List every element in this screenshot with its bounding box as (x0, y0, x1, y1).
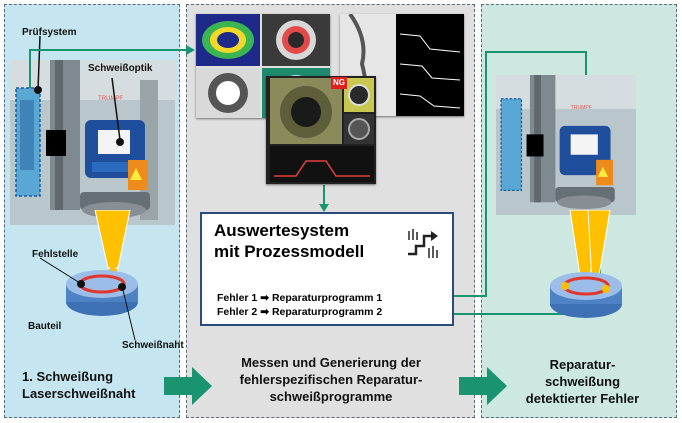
right-title: Reparatur- schweißung detektierter Fehle… (500, 356, 665, 407)
workpiece-right (550, 272, 622, 318)
process-arrow-2 (459, 367, 507, 405)
error-1-program: Reparaturprogramm 1 (271, 292, 383, 304)
svg-text:TRUMPF: TRUMPF (571, 105, 592, 111)
arrow-icon: ➡ (260, 306, 270, 318)
middle-title: Messen und Generierung der fehlerspezifi… (206, 354, 456, 405)
fehlstelle-label: Fehlstelle (32, 249, 79, 260)
error-2-row: Fehler 2 ➡ Reparaturprogramm 2 (217, 306, 382, 318)
right-title-line3: detektierter Fehler (525, 391, 640, 406)
eval-title: Auswertesystem mit Prozessmodell (214, 220, 364, 262)
right-title-line2: schweißung (544, 374, 621, 389)
middle-title-line1: Messen und Generierung der (241, 355, 421, 370)
eval-title-line1: Auswertesystem (214, 221, 350, 240)
process-model-icon (408, 229, 438, 258)
middle-title-line3: schweißprogramme (269, 389, 393, 404)
process-arrow-1 (164, 367, 212, 405)
pruefsystem-label: Prüfsystem (22, 27, 77, 38)
schweissoptik-pointer (111, 77, 124, 146)
defect-analysis-image (266, 76, 376, 184)
eval-title-line2: mit Prozessmodell (214, 242, 365, 261)
error-1-row: Fehler 1 ➡ Reparaturprogramm 1 (217, 292, 382, 304)
error-2-program: Reparaturprogramm 2 (271, 306, 383, 318)
middle-title-line2: fehlerspezifischen Reparatur- (239, 372, 423, 387)
error-1-label: Fehler 1 (217, 292, 258, 304)
schweissnaht-label: Schweißnaht (122, 340, 184, 351)
label-pointers-left (40, 257, 136, 341)
right-title-line1: Reparatur- (549, 357, 616, 372)
bauteil-label: Bauteil (28, 321, 62, 332)
schweissoptik-label: Schweißoptik (88, 63, 153, 74)
evaluation-system-box: Auswertesystem mit Prozessmodell Fehler … (200, 212, 454, 326)
pruefsystem-pointer (34, 35, 42, 94)
arrow-icon: ➡ (260, 292, 270, 304)
svg-text:TRUMPF: TRUMPF (98, 96, 123, 102)
error-2-label: Fehler 2 (217, 306, 258, 318)
ng-badge: NG (331, 77, 347, 89)
left-title-line2: Laserschweißnaht (22, 386, 136, 401)
left-title: 1. Schweißung Laserschweißnaht (22, 368, 135, 402)
welding-machine-right: TRUMPF (496, 75, 636, 215)
left-title-line1: 1. Schweißung (22, 369, 114, 384)
